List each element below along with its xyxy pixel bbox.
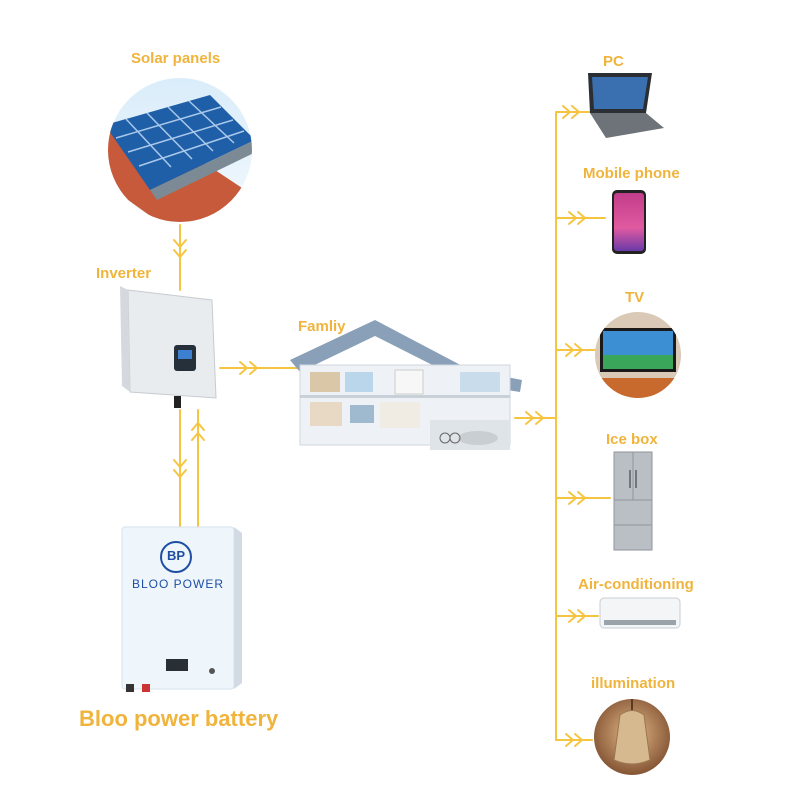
down-arrow xyxy=(173,459,187,468)
illumination-label: illumination xyxy=(591,675,676,692)
right-arrow xyxy=(249,361,258,375)
pc-label: PC xyxy=(603,53,624,70)
down-arrow xyxy=(173,239,187,248)
ice-box-label: Ice box xyxy=(606,431,658,448)
tv-label: TV xyxy=(625,289,645,306)
inverter-label: Inverter xyxy=(96,265,152,282)
battery-logo: BP xyxy=(166,548,186,563)
battery-brand: BLOO POWER xyxy=(131,577,224,591)
right-arrow xyxy=(525,411,534,425)
mobile-phone-label: Mobile phone xyxy=(583,165,680,182)
down-arrow xyxy=(173,469,187,478)
air-conditioning-label: Air-conditioning xyxy=(578,576,694,593)
up-arrow xyxy=(191,432,205,441)
up-arrow xyxy=(191,422,205,431)
battery-title: Bloo power battery xyxy=(79,706,279,731)
solar-panels-label: Solar panels xyxy=(131,50,221,67)
family-label: Famliy xyxy=(298,318,346,335)
right-arrow xyxy=(535,411,544,425)
down-arrow xyxy=(173,249,187,258)
right-arrow xyxy=(239,361,248,375)
